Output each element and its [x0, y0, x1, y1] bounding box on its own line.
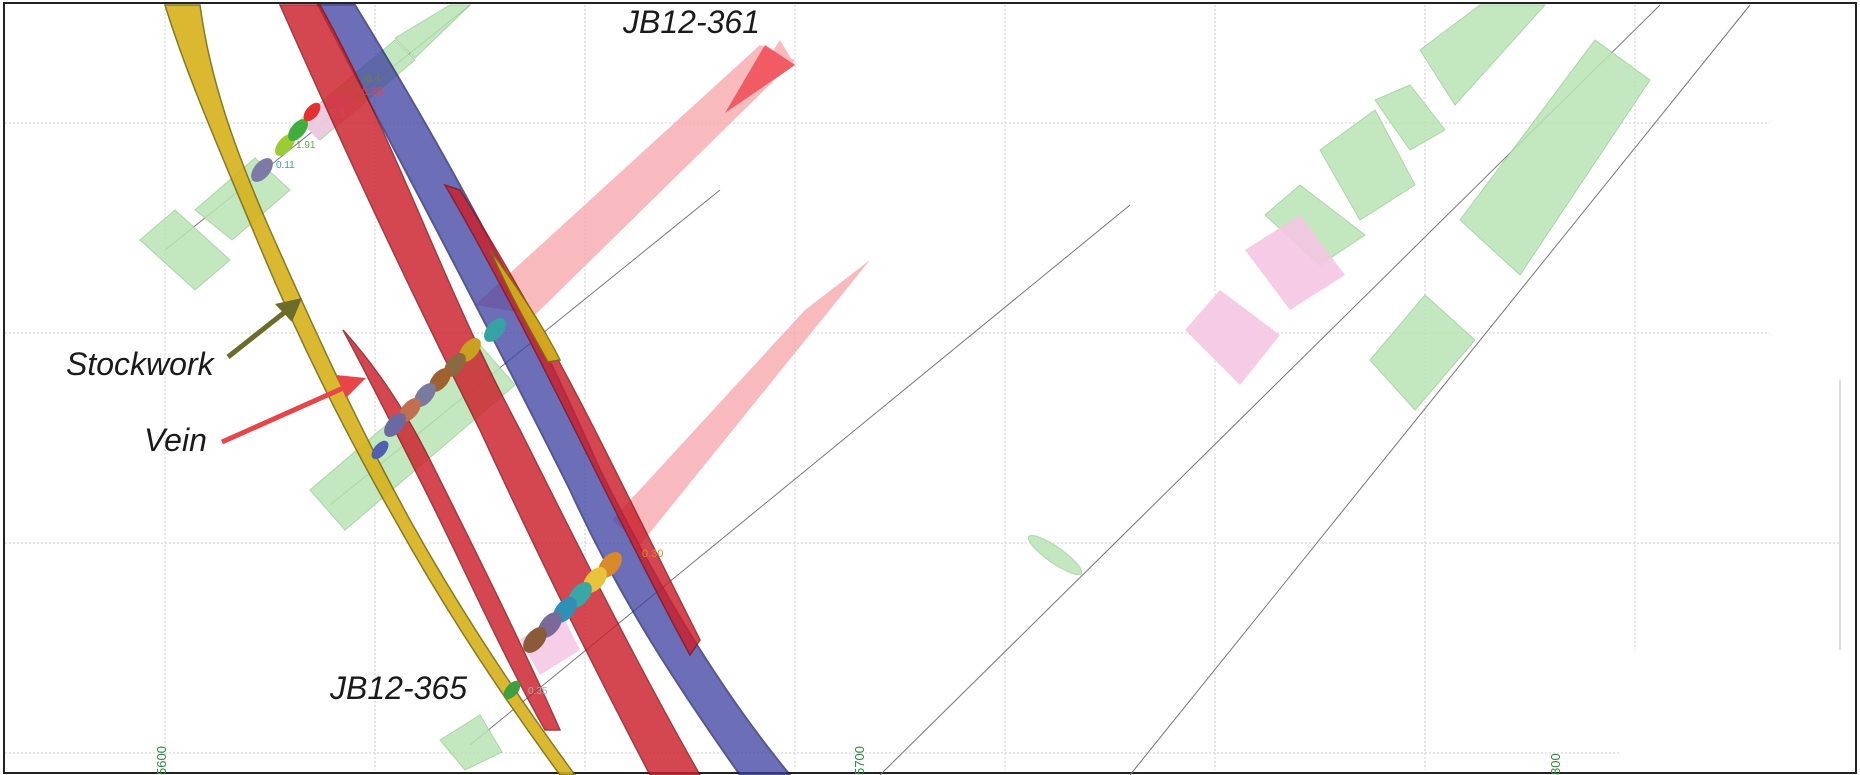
pink-intervals-right — [1185, 215, 1345, 385]
view-border — [3, 2, 1857, 774]
hole-label-jb12-361: JB12-361 — [623, 4, 760, 40]
assay-discs — [251, 102, 622, 700]
assay-label: 0.4 — [365, 73, 381, 85]
drillhole-traces — [164, 4, 1751, 775]
vein-label: Vein — [144, 422, 207, 458]
hole-label-jb12-365: JB12-365 — [330, 670, 467, 706]
assay-label: 1.91 — [296, 140, 316, 151]
assay-label: 0.35 — [528, 686, 548, 697]
green-intervals-right — [1027, 4, 1651, 575]
cone-tip-red — [725, 45, 795, 113]
axis-tick-5700: 5700 — [852, 746, 867, 775]
stockwork-label: Stockwork — [66, 346, 214, 382]
stockwork-arrow — [226, 306, 292, 359]
assay-label: 5.3 — [330, 108, 346, 120]
assay-label: 0.30 — [642, 548, 664, 560]
axis-tick-800: 800 — [1548, 753, 1563, 775]
stockwork-arrowhead — [275, 298, 302, 322]
assay-label: 0.11 — [276, 160, 295, 171]
vein-arrow — [220, 382, 352, 445]
vein-arrowhead — [336, 375, 366, 398]
stockwork-bodies — [163, 4, 576, 775]
assay-label: 0.35 — [362, 86, 384, 98]
axis-tick-5600: 5600 — [154, 746, 169, 775]
